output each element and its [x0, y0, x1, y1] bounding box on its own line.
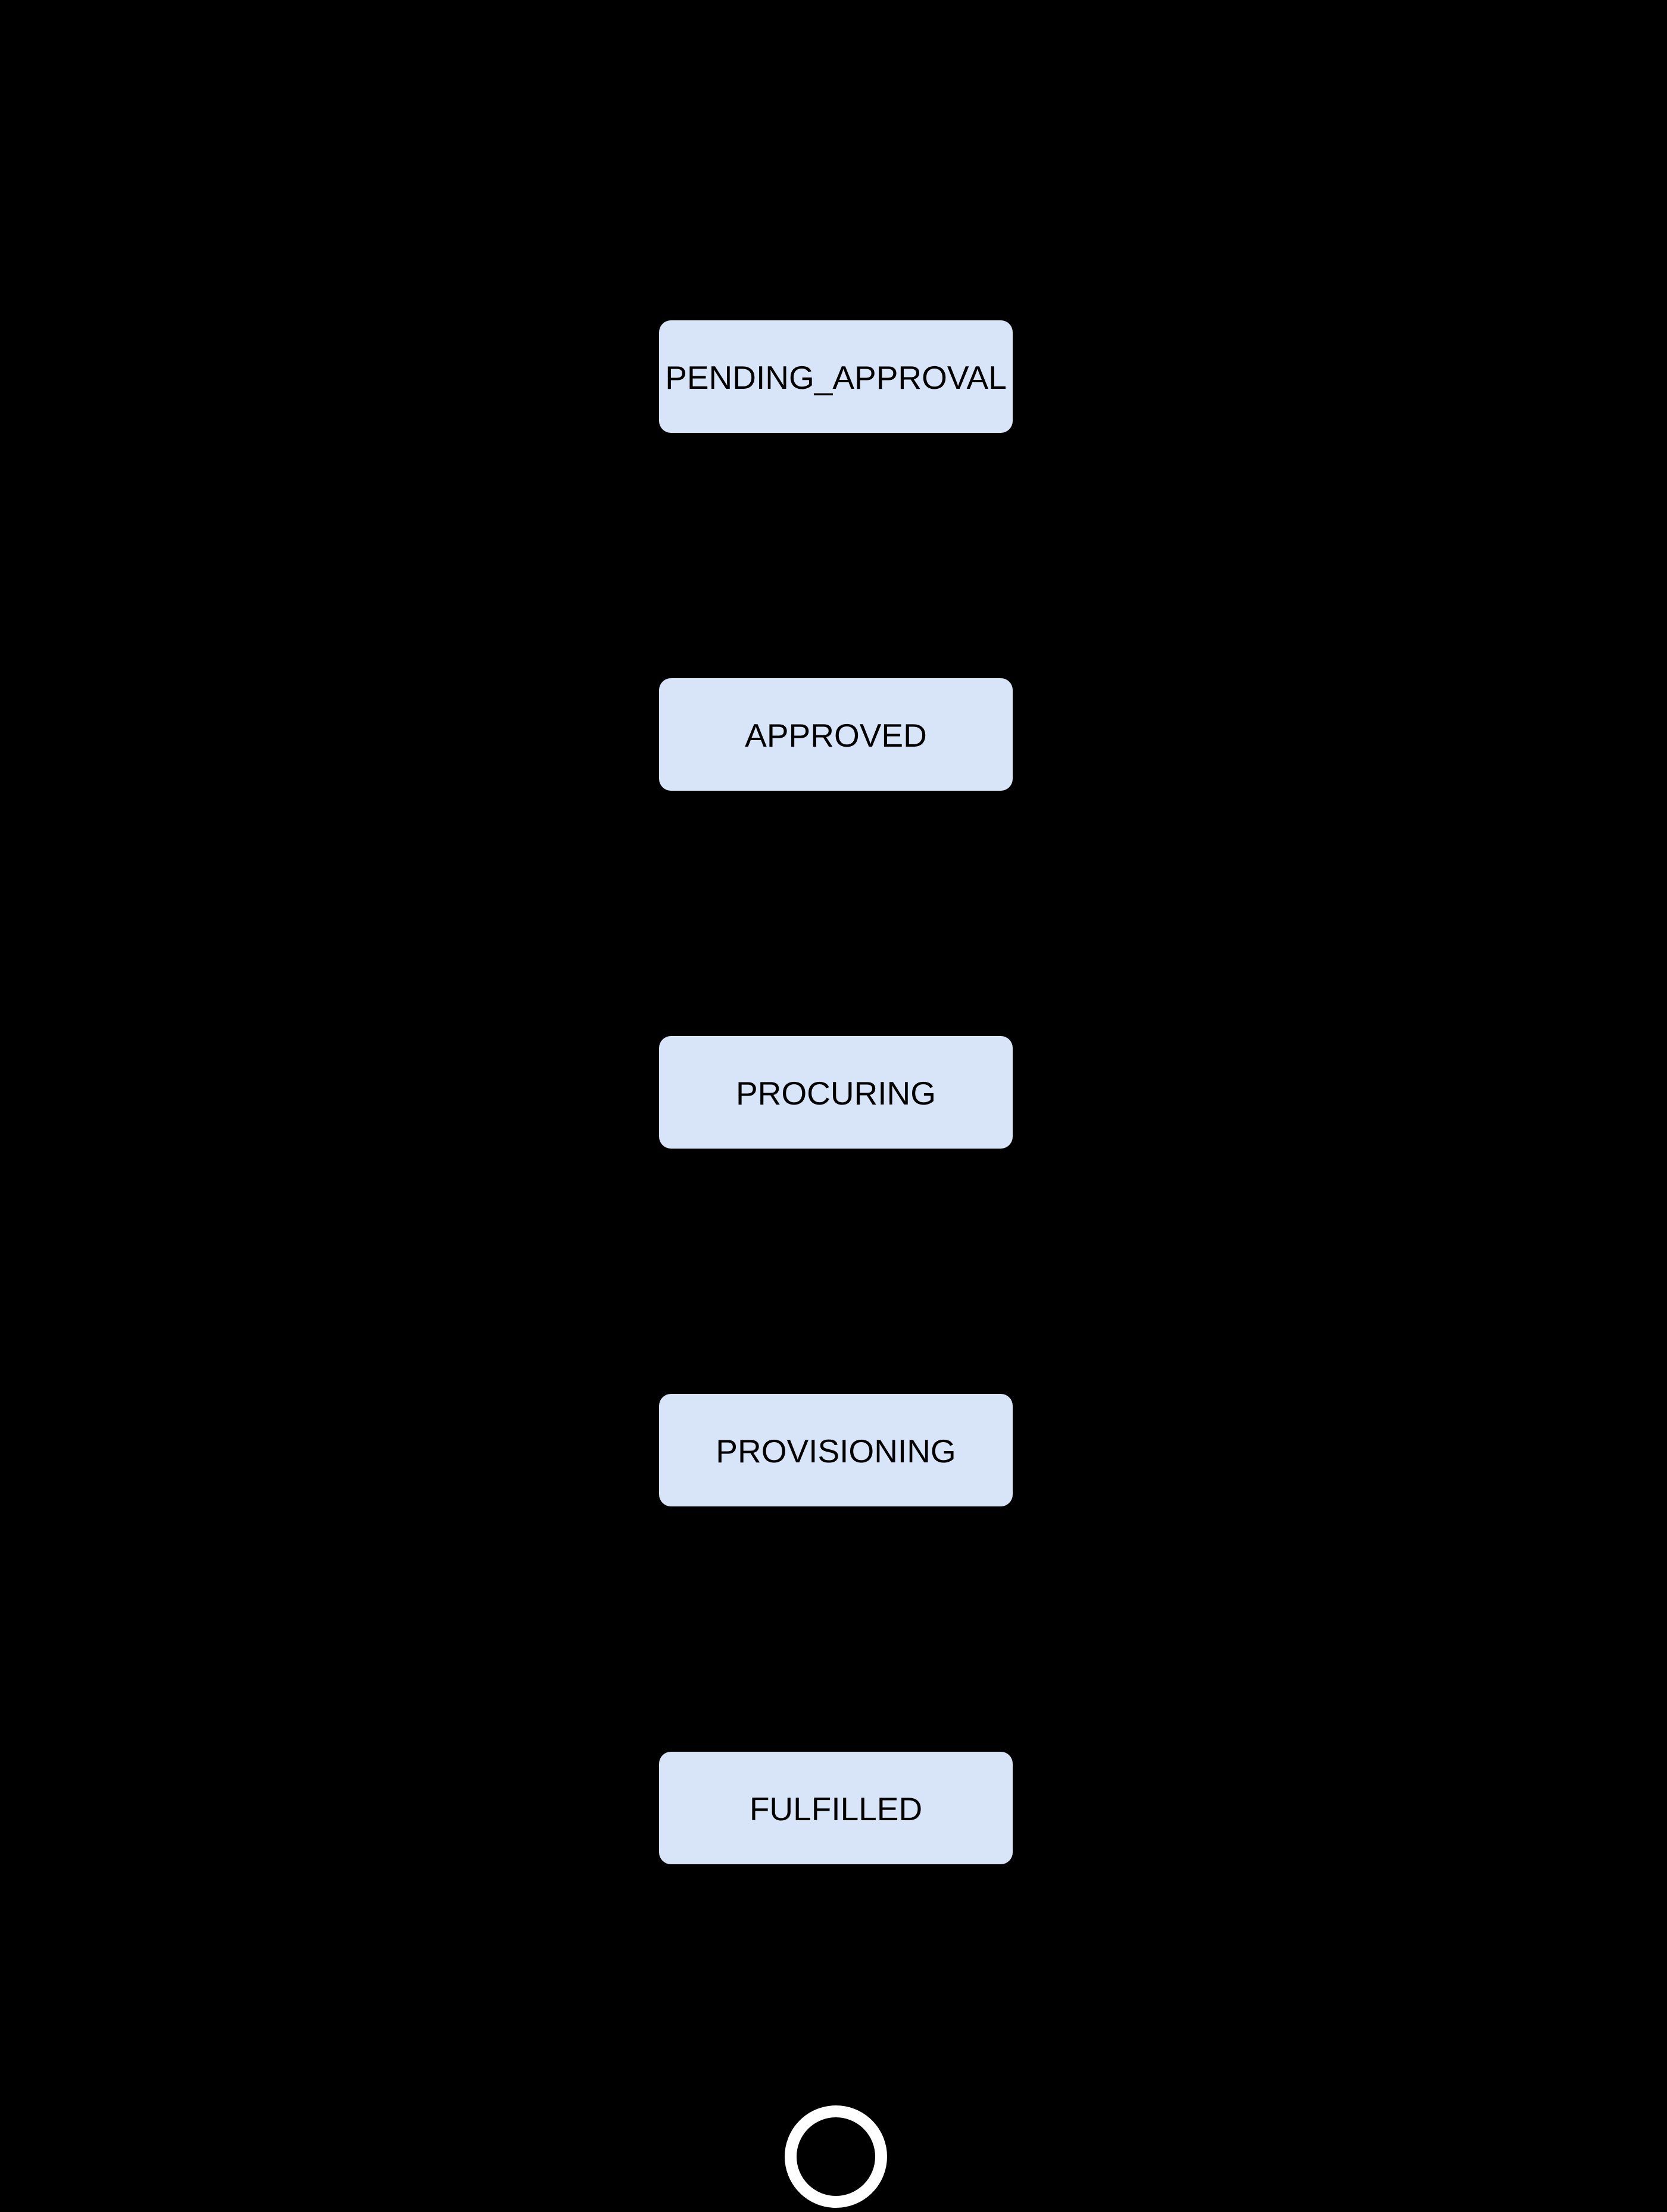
final-state-icon [785, 2105, 887, 2208]
state-node-procuring: PROCURING [659, 1036, 1013, 1149]
state-node-fulfilled: FULFILLED [659, 1752, 1013, 1864]
state-label-approved: APPROVED [745, 717, 927, 754]
state-label-fulfilled: FULFILLED [749, 1790, 923, 1827]
state-node-provisioning: PROVISIONING [659, 1394, 1013, 1506]
state-label-pending-approval: PENDING_APPROVAL [665, 359, 1007, 396]
state-node-approved: APPROVED [659, 678, 1013, 791]
state-label-provisioning: PROVISIONING [716, 1433, 956, 1470]
state-label-procuring: PROCURING [735, 1075, 936, 1112]
state-node-pending-approval: PENDING_APPROVAL [659, 320, 1013, 433]
